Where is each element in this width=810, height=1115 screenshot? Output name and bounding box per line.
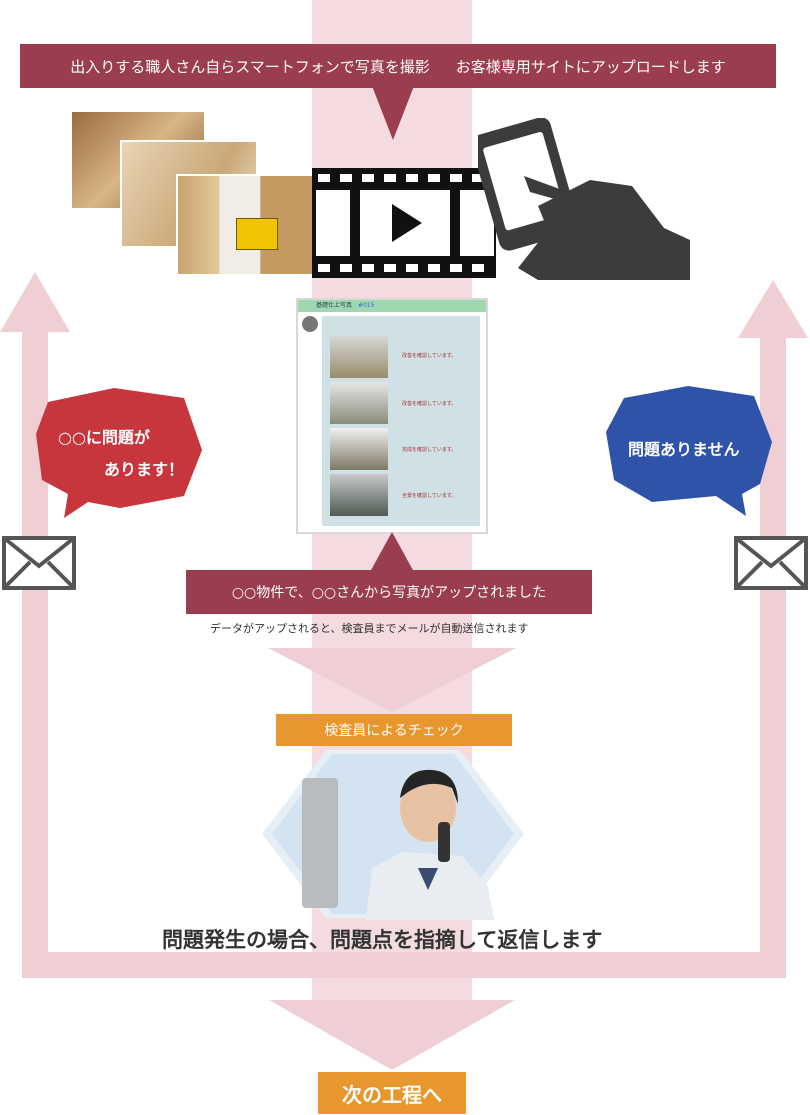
site-header: 基礎仕上写真 #015 — [298, 300, 486, 312]
top-banner: 出入りする職人さん自らスマートフォンで写真を撮影 お客様専用サイトにアップロード… — [20, 44, 776, 88]
bottom-horizontal-flow — [22, 952, 786, 978]
top-banner-right-text: お客様専用サイトにアップロードします — [455, 57, 726, 76]
top-banner-left-text: 出入りする職人さん自らスマートフォンで写真を撮影 — [70, 57, 430, 76]
bottom-down-arrow — [269, 1000, 515, 1070]
film-play-icon — [312, 168, 496, 278]
notify-banner: ○○物件で、○○さんから写真がアップされました — [186, 570, 592, 614]
site-caption-3: 完成を確認しています。 — [402, 447, 457, 453]
site-caption-1: 改善を確認しています。 — [402, 353, 457, 359]
left-up-arrowhead — [0, 272, 70, 332]
top-banner-pointer — [372, 86, 414, 140]
bubble-problem-line2: あります！ — [104, 460, 185, 479]
reply-text: 問題発生の場合、問題点を指摘して返信します — [162, 928, 603, 952]
mail-icon-left — [2, 536, 76, 590]
middle-down-arrow — [268, 648, 516, 712]
notify-pointer — [370, 532, 414, 572]
site-photo-1 — [330, 336, 388, 378]
site-photo-3 — [330, 428, 388, 470]
site-header-id: #015 — [357, 302, 375, 309]
notify-subtext: データがアップされると、検査員までメールが自動送信されます — [210, 622, 529, 635]
bubble-problem-line1: ○○に問題が — [58, 428, 150, 447]
inspector-photo — [262, 748, 524, 920]
check-label: 検査員によるチェック — [276, 714, 512, 746]
next-step-label: 次の工程へ — [318, 1072, 466, 1114]
site-header-label: 基礎仕上写真 — [316, 302, 353, 309]
right-up-arrowhead — [738, 280, 808, 338]
inspector-photo-graphic — [262, 750, 524, 920]
site-avatar — [302, 316, 318, 332]
site-screenshot: 基礎仕上写真 #015 改善を確認しています。 改善を確認しています。 完成を確… — [296, 298, 488, 534]
bubble-problem — [36, 388, 202, 518]
bubble-ok — [606, 386, 772, 516]
notify-banner-text: ○○物件で、○○さんから写真がアップされました — [231, 585, 547, 601]
site-photo-2 — [330, 382, 388, 424]
mail-icon-right — [734, 536, 808, 590]
smartphone-hand-icon — [478, 118, 690, 280]
site-photo-4 — [330, 474, 388, 516]
bubble-ok-text: 問題ありません — [628, 440, 740, 459]
site-caption-2: 改善を確認しています。 — [402, 401, 457, 407]
site-content-panel: 改善を確認しています。 改善を確認しています。 完成を確認しています。 全景を確… — [322, 316, 480, 526]
site-caption-4: 全景を確認しています。 — [402, 493, 457, 499]
photo-pipe-level — [176, 174, 316, 276]
